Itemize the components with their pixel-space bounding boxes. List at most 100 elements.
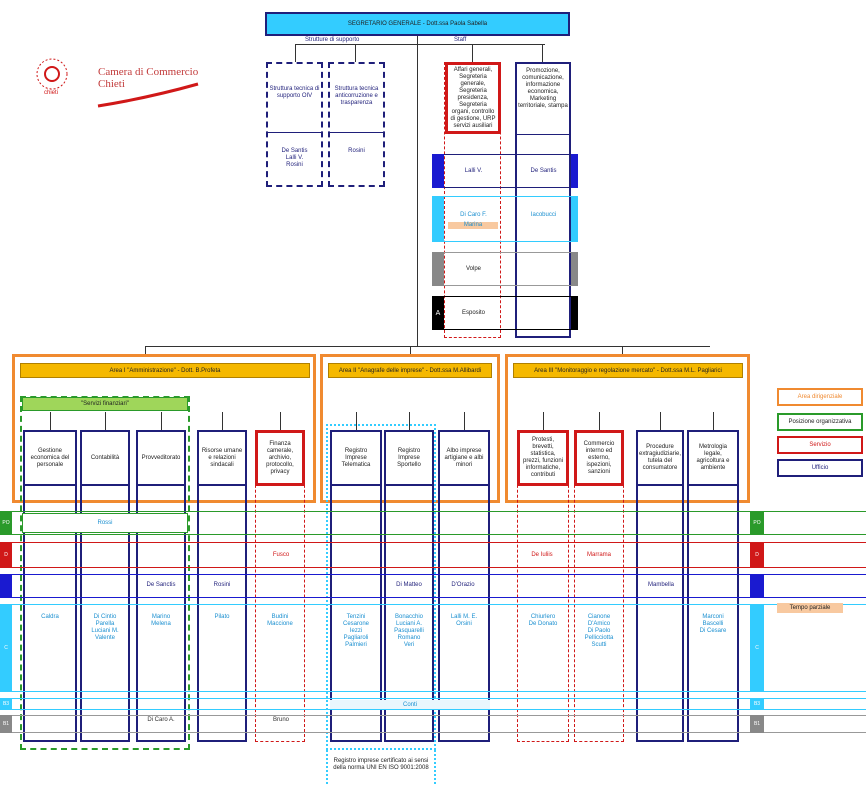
unit-connector-9 (543, 412, 544, 430)
staff-affari-generali: Affari generali, Segreteria generale, Se… (445, 62, 501, 134)
b-names-4: Pilato (214, 614, 230, 620)
unit-box-1: Gestione economica del personale (23, 430, 77, 486)
footnote-box: Registro imprese certificato ai sensi de… (326, 750, 436, 784)
unit-connector-12 (713, 412, 714, 430)
footnote-text: Registro imprese certificato ai sensi de… (333, 758, 429, 771)
c-mambella: Mambella (647, 582, 674, 588)
legend-area: Area dirigenziale (777, 388, 863, 406)
supporto-oiv (266, 62, 323, 187)
tag-left-b3: B3 (0, 698, 12, 710)
supporto-anticorruzione (328, 62, 385, 187)
b-names-10: Cianone D'Amico Di Paolo Pellicciotta Sc… (576, 614, 622, 649)
staff-tag-c-right (571, 196, 578, 242)
logo-seal-text: chieti (44, 90, 59, 96)
unit-connector-1 (50, 412, 51, 430)
b-names-12: Marconi Bascelli Di Cesare (699, 614, 727, 634)
band-b3 (0, 698, 866, 710)
supporto-oiv-names: De Santis Lalli V. Rosini (281, 148, 308, 168)
unit-connector-5 (280, 412, 281, 430)
tag-left-dd (0, 574, 12, 598)
unit-title-11: Procedure extragiudiziarie, tutela del c… (639, 444, 682, 471)
unit-box-5: Finanza camerale, archivio, protocollo, … (255, 430, 305, 486)
unit-connector-10 (599, 412, 600, 430)
unit-connector-4 (222, 412, 223, 430)
tag-left-c: C (0, 604, 12, 692)
c-rosini: Rosini (213, 582, 231, 588)
unit-title-5: Finanza camerale, archivio, protocollo, … (266, 440, 294, 475)
band-dd (0, 574, 866, 598)
staff-tag-c-left (432, 196, 444, 242)
unit-column-6 (330, 430, 382, 742)
b-names-6: Tenzini Cesarone Iezzi Pagliaroli Palmie… (332, 614, 380, 649)
tag-right-b3: B3 (750, 698, 764, 710)
tag-left-d: D (0, 542, 12, 568)
logo-line1: Camera di Commercio (98, 66, 199, 78)
unit-box-12: Metrologia legale, agricoltura e ambient… (687, 430, 739, 486)
c-dorazio: D'Orazio (451, 582, 475, 588)
staff-c-name-2: Iacobucci (530, 212, 557, 218)
unit-title-10: Commercio interno ed esterno, ispezioni,… (583, 440, 615, 475)
b-names-3: Marino Melena (151, 614, 171, 627)
staff-affari-generali-title: Affari generali, Segreteria generale, Se… (450, 66, 496, 129)
unit-box-10: Commercio interno ed esterno, ispezioni,… (574, 430, 624, 486)
segretario-generale-box: SEGRETARIO GENERALE - Dott.ssa Paola Sab… (265, 12, 570, 36)
staff-tag-b-left (432, 252, 444, 286)
unit-column-2 (80, 430, 130, 742)
servizi-finanziari-title: "Servizi finanziari" (22, 397, 188, 411)
legend-servizio: Servizio (777, 436, 863, 454)
staff-c-part: Marina (448, 222, 498, 229)
unit-column-12 (687, 430, 739, 742)
unit-connector-3 (161, 412, 162, 430)
staff-tag-a-right (571, 296, 578, 330)
supporto-label: Strutture di supporto (305, 37, 360, 43)
segretario-title: SEGRETARIO GENERALE - Dott.ssa Paola Sab… (347, 21, 488, 27)
unit-box-3: Provveditorato (136, 430, 186, 486)
staff-tag-d-left (432, 154, 444, 188)
unit-title-12: Metrologia legale, agricoltura e ambient… (696, 444, 730, 471)
staff-b-name-1: Volpe (465, 266, 481, 272)
b-names-7: Bonacchio Luciani A. Pasquarelli Romano … (386, 614, 432, 649)
staff-band-c (432, 196, 578, 242)
staff-d-name-2: De Santis (530, 168, 557, 174)
b-names-2: Di Cintio Parella Luciani M. Valente (82, 614, 128, 642)
unit-box-4: Risorse umane e relazioni sindacali (197, 430, 247, 486)
legend-part-time: Tempo parziale (777, 603, 843, 613)
area-2-frame (320, 354, 500, 503)
supporto-anticorruzione-title: Struttura tecnica anticorruzione e trasp… (334, 86, 379, 106)
unit-title-7: Registro Imprese Sportello (397, 447, 421, 468)
unit-column-9 (517, 430, 569, 742)
d-fusco: Fusco (272, 552, 290, 558)
band-c (0, 604, 866, 692)
tag-right-c: C (750, 604, 764, 692)
staff-tag-a-left: A (432, 296, 444, 330)
b1-bruno: Bruno (272, 717, 289, 723)
unit-connector-6 (356, 412, 357, 430)
b-names-9: Chiurlero De Donato (528, 614, 558, 627)
staff-col-1 (444, 62, 501, 338)
servizi-finanziari-label: "Servizi finanziari" (81, 401, 129, 407)
tag-left-po: PO (0, 511, 12, 535)
unit-column-4 (197, 430, 247, 742)
staff-band-d (432, 154, 578, 188)
tag-right-dd (750, 574, 764, 598)
unit-box-9: Protesti, brevetti, statistica, prezzi, … (517, 430, 569, 486)
unit-column-3 (136, 430, 186, 742)
supporto-anticorruzione-names: Rosini (348, 148, 365, 154)
staff-promozione-title: Promozione, comunicazione, informazione … (518, 68, 568, 109)
tag-right-b1: B1 (750, 715, 764, 733)
unit-column-1 (23, 430, 77, 742)
d-marrama: Marrama (586, 552, 611, 558)
d-deiuliis: De Iuliis (531, 552, 553, 558)
logo-line2: Chieti (98, 78, 125, 90)
band-d (0, 542, 866, 568)
unit-connector-11 (660, 412, 661, 430)
tag-left-b1: B1 (0, 715, 12, 733)
unit-column-10 (574, 430, 624, 742)
unit-title-6: Registro Imprese Telematica (341, 447, 371, 468)
c-dimatteo: Di Matteo (396, 582, 422, 588)
staff-c-name-1: Di Caro F. (460, 212, 487, 218)
unit-title-1: Gestione economica del personale (30, 447, 70, 468)
po-rossi: Rossi (97, 520, 113, 526)
registro-imprese-certified-frame (326, 424, 436, 750)
staff-d-name-1: Lalli V. (464, 168, 483, 174)
